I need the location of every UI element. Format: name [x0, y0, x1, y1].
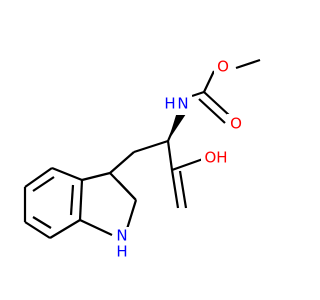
carbonyl-o-bg	[227, 114, 245, 134]
hydroxyl-label: OH	[204, 149, 227, 167]
bond-ch2-indole	[109, 151, 135, 174]
bond-carbonyl-double-2	[198, 98, 226, 124]
bond-c7-c7a	[49, 219, 81, 239]
bond-acid-oh	[171, 157, 204, 172]
bond-c6-c7	[24, 221, 51, 239]
bond-benzene-inner-1	[32, 176, 55, 192]
indole-n-bg	[113, 227, 131, 247]
bond-acid-double-2	[178, 170, 188, 209]
bond-c4-c5	[24, 167, 53, 188]
bond-o-carbonyl	[203, 70, 215, 93]
stereo-wedge	[168, 112, 186, 141]
bond-c3a-c4	[51, 166, 83, 182]
structure-canvas: O O N H OH N H	[23, 57, 261, 263]
bond-alpha-acid	[166, 140, 174, 171]
bond-methyl-o	[235, 58, 261, 70]
indole-nitrogen-label: N	[116, 227, 127, 245]
bond-n-alpha-short	[166, 112, 182, 142]
bonds	[23, 58, 261, 239]
carbonyl-oxygen-label: O	[230, 115, 242, 133]
bond-acid-double-1	[170, 169, 180, 209]
amide-hydrogen-label: H	[164, 95, 175, 113]
bond-c2-n1	[125, 199, 138, 230]
bond-c3a-c3	[81, 171, 111, 182]
bond-carbonyl-n	[191, 90, 205, 98]
bond-benzene-inner-2	[32, 216, 52, 229]
bond-n1-c7a	[79, 219, 113, 236]
indole-hydrogen-label: H	[116, 243, 127, 261]
bond-carbonyl-double-1	[203, 91, 231, 117]
hydroxyl-bg	[201, 147, 231, 169]
bond-alpha-ch2	[133, 139, 169, 154]
bond-c3a-c7a	[78, 179, 84, 221]
amide-h-bg	[163, 95, 177, 115]
indole-h-bg	[115, 243, 129, 263]
bond-benzene-inner-3	[69, 184, 75, 216]
molecule-structure: O O N H OH N H	[23, 57, 261, 263]
methyl-o-bg	[214, 57, 232, 77]
methyl-oxygen-label: O	[217, 58, 229, 76]
amide-nitrogen-label: N	[177, 95, 188, 113]
bond-c3-c2-inner	[117, 180, 136, 200]
amide-n-bg	[174, 95, 192, 115]
atom-labels: O O N H OH N H	[113, 57, 245, 263]
